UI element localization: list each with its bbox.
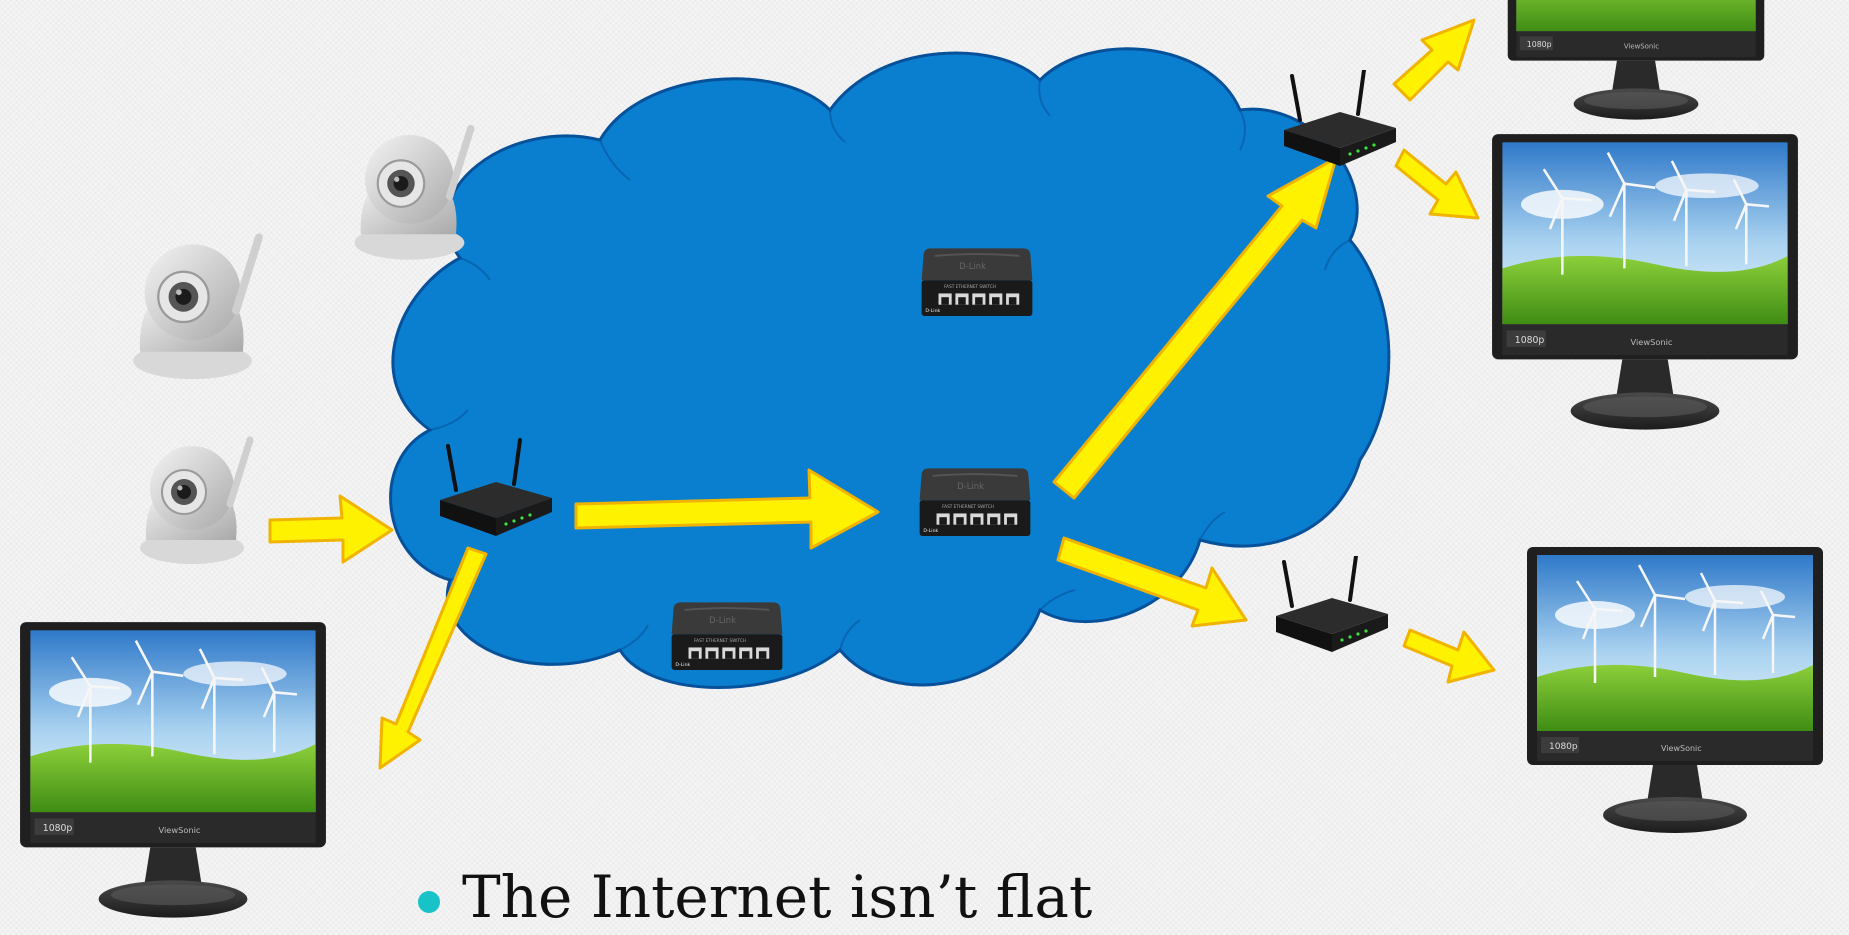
arrow-icon <box>378 546 488 770</box>
arrow-icon <box>1056 536 1248 628</box>
caption: The Internet isn’t flat <box>418 862 1092 932</box>
monitor-icon <box>1490 132 1800 431</box>
wireless-router-icon <box>1282 70 1398 168</box>
ip-camera-icon <box>354 129 470 260</box>
arrow-icon <box>1392 18 1476 102</box>
arrow-icon <box>1402 628 1496 684</box>
wireless-router-icon <box>1274 556 1390 654</box>
network-switch-icon <box>670 601 784 672</box>
network-switch-icon <box>920 247 1034 318</box>
network-switch-icon <box>918 467 1032 538</box>
arrow-icon <box>1394 148 1480 220</box>
caption-text: The Internet isn’t flat <box>462 863 1093 931</box>
arrow-icon <box>574 468 880 550</box>
monitor-icon <box>18 620 328 919</box>
monitor-icon <box>1525 545 1825 835</box>
ip-camera-icon <box>140 440 250 564</box>
data-flow-arrows <box>268 18 1496 770</box>
ip-camera-icon <box>133 237 259 379</box>
arrow-icon <box>1052 156 1338 500</box>
arrow-icon <box>268 494 394 564</box>
monitor-icon <box>1506 0 1766 121</box>
bullet-icon <box>418 891 440 913</box>
internet-cloud <box>389 47 1391 689</box>
